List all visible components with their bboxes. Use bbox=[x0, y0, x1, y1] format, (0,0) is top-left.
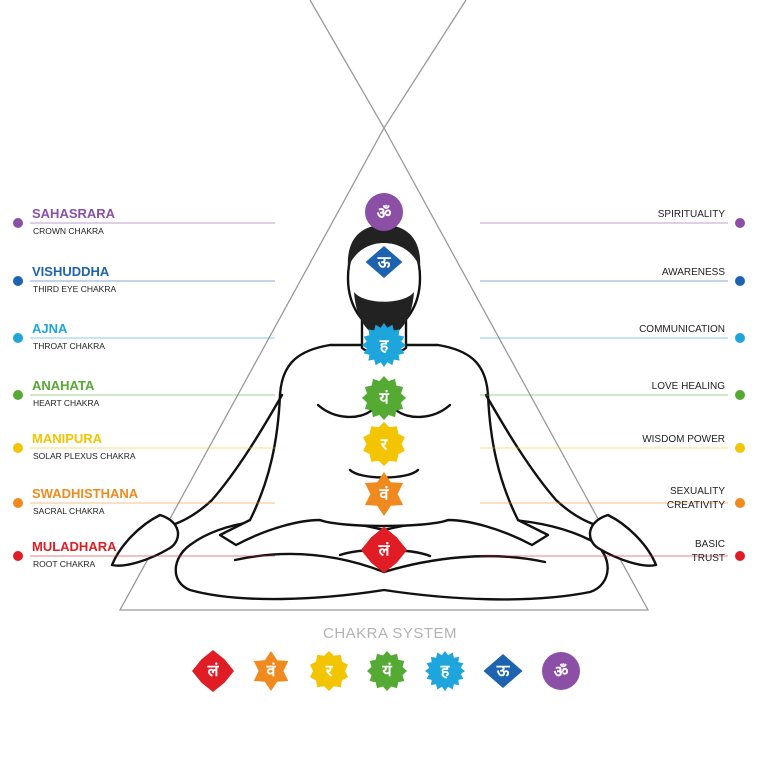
sacred-triangles bbox=[118, 0, 650, 611]
right-arm bbox=[484, 393, 610, 530]
swadhisthana-left-dot bbox=[13, 498, 23, 508]
chest-right bbox=[394, 403, 452, 419]
muladhara-quality-0: BASIC bbox=[695, 539, 725, 550]
beard bbox=[354, 292, 414, 338]
ajna-right-dot bbox=[735, 333, 745, 343]
swadhisthana-body-glyph: वं bbox=[379, 484, 390, 503]
vishuddha-legend-symbol bbox=[483, 654, 523, 688]
ajna-body-glyph: ह bbox=[379, 335, 390, 354]
anahata-legend-glyph: यं bbox=[381, 661, 392, 680]
sahasrara-quality-0: SPIRITUALITY bbox=[658, 209, 726, 220]
anahata-legend-symbol bbox=[367, 651, 407, 691]
manipura-body-symbol bbox=[363, 422, 405, 466]
swadhisthana-name: SWADHISTHANA bbox=[32, 486, 139, 501]
vishuddha-left-dot bbox=[13, 276, 23, 286]
anahata-left-dot bbox=[13, 390, 23, 400]
muladhara-right-dot bbox=[735, 551, 745, 561]
sahasrara-left-dot bbox=[13, 218, 23, 228]
manipura-legend-symbol bbox=[310, 651, 348, 691]
leg-fold-left bbox=[233, 552, 386, 574]
anahata-name: ANAHATA bbox=[32, 378, 95, 393]
vishuddha-body-symbol bbox=[365, 246, 403, 278]
anahata-body-symbol bbox=[362, 376, 406, 420]
swadhisthana-subtitle: SACRAL CHAKRA bbox=[33, 506, 105, 516]
sahasrara-legend-glyph: ॐ bbox=[554, 662, 569, 681]
manipura-left-dot bbox=[13, 443, 23, 453]
muladhara-body-glyph: लं bbox=[378, 540, 391, 559]
ajna-quality-0: COMMUNICATION bbox=[639, 324, 725, 335]
muladhara-legend-glyph: लं bbox=[207, 661, 220, 680]
vishuddha-name: VISHUDDHA bbox=[32, 264, 110, 279]
vishuddha-right-dot bbox=[735, 276, 745, 286]
ajna-legend-glyph: ह bbox=[440, 661, 451, 680]
anahata-body-glyph: यं bbox=[378, 388, 389, 407]
sahasrara-legend-symbol bbox=[542, 652, 580, 690]
swadhisthana-quality-1: CREATIVITY bbox=[667, 500, 725, 511]
anahata-quality-0: LOVE HEALING bbox=[652, 381, 726, 392]
manipura-body-glyph: र bbox=[380, 434, 389, 453]
swadhisthana-right-dot bbox=[735, 498, 745, 508]
vishuddha-subtitle: THIRD EYE CHAKRA bbox=[33, 284, 116, 294]
chakra-system-title: CHAKRA SYSTEM bbox=[323, 625, 457, 642]
left-hand bbox=[110, 513, 180, 567]
manipura-subtitle: SOLAR PLEXUS CHAKRA bbox=[33, 451, 136, 461]
sahasrara-body-symbol bbox=[365, 193, 403, 231]
left-arm bbox=[158, 393, 284, 530]
ajna-legend-symbol bbox=[425, 651, 465, 691]
swadhisthana-body-symbol bbox=[364, 472, 404, 516]
vishuddha-quality-0: AWARENESS bbox=[662, 267, 725, 278]
anahata-right-dot bbox=[735, 390, 745, 400]
hair bbox=[347, 225, 421, 268]
sahasrara-right-dot bbox=[735, 218, 745, 228]
muladhara-subtitle: ROOT CHAKRA bbox=[33, 559, 96, 569]
swadhisthana-quality-0: SEXUALITY bbox=[670, 486, 725, 497]
muladhara-quality-1: TRUST bbox=[692, 553, 725, 564]
ajna-body-symbol bbox=[362, 323, 406, 367]
manipura-legend-glyph: र bbox=[325, 661, 334, 680]
sahasrara-name: SAHASRARA bbox=[32, 206, 116, 221]
muladhara-legend-symbol bbox=[192, 650, 234, 692]
leg-fold-right bbox=[382, 554, 547, 574]
manipura-quality-0: WISDOM POWER bbox=[642, 434, 725, 445]
muladhara-name: MULADHARA bbox=[32, 539, 117, 554]
swadhisthana-legend-symbol bbox=[253, 651, 289, 691]
sahasrara-body-glyph: ॐ bbox=[377, 203, 392, 222]
ajna-subtitle: THROAT CHAKRA bbox=[33, 341, 105, 351]
upward-triangle bbox=[118, 126, 650, 611]
right-hand bbox=[588, 513, 658, 567]
anahata-subtitle: HEART CHAKRA bbox=[33, 398, 100, 408]
muladhara-left-dot bbox=[13, 551, 23, 561]
downward-triangle-left-edge bbox=[309, 0, 385, 129]
chakra-name-labels: SAHASRARA CROWN CHAKRA VISHUDDHA THIRD EYE … bbox=[13, 206, 275, 569]
vishuddha-legend-glyph: ऊ bbox=[496, 661, 511, 680]
chakra-legend-row: ॐ ऊ ह यं र वं लं bbox=[192, 650, 580, 692]
vishuddha-body-glyph: ऊ bbox=[377, 252, 392, 271]
downward-triangle-right-edge bbox=[383, 0, 467, 129]
chakra-quality-labels: SPIRITUALITY AWARENESS COMMUNICATION LOVE H… bbox=[480, 209, 745, 564]
sahasrara-subtitle: CROWN CHAKRA bbox=[33, 226, 104, 236]
muladhara-body-symbol bbox=[360, 526, 408, 574]
swadhisthana-legend-glyph: वं bbox=[266, 661, 277, 680]
manipura-name: MANIPURA bbox=[32, 431, 103, 446]
manipura-right-dot bbox=[735, 443, 745, 453]
ajna-left-dot bbox=[13, 333, 23, 343]
ajna-name: AJNA bbox=[32, 321, 68, 336]
body-chakra-column: ॐ ऊ ह यं र वं लं bbox=[360, 193, 408, 574]
chest-left bbox=[316, 403, 374, 419]
